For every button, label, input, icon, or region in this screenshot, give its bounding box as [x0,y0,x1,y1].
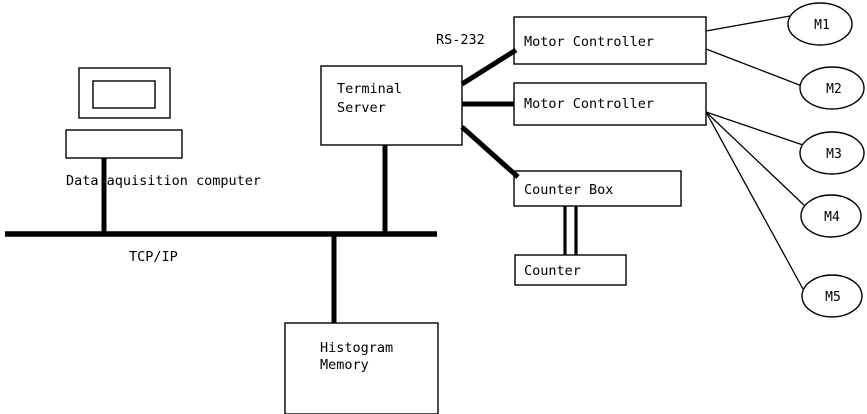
counter-box-unit [514,254,627,286]
motor-m2-label: M2 [826,82,842,97]
terminal-server-label-line1: Terminal [337,81,402,97]
counter-label: Counter [524,263,581,279]
terminal-server-label-line2: Server [337,100,386,116]
motor-controller-2-label: Motor Controller [524,96,654,112]
motor-m1-label: M1 [814,18,830,33]
link-mc2-to-m4 [705,111,807,208]
motor-m5-ellipse [801,274,863,318]
computer-caption-label: Data aquisition computer [66,173,261,189]
computer-base [65,129,183,159]
motor-m3-ellipse [799,131,865,175]
link-mc1-to-m1 [705,15,791,32]
motor-m3-label: M3 [826,147,842,162]
motor-m4-ellipse [800,194,862,238]
histogram-memory-label-line2: Memory [320,357,369,373]
link-mc2-to-m3 [705,111,804,146]
link-mc2-to-m5 [705,111,804,290]
histogram-memory-label-line1: Histogram [320,340,393,356]
counter-box-label: Counter Box [524,182,613,198]
histogram-memory-box [284,322,439,414]
counter-box [513,170,682,207]
tcpip-link-label: TCP/IP [129,249,178,265]
terminal-server-box [320,65,463,146]
rs232-link-label: RS-232 [436,32,485,48]
motor-m1-ellipse [787,2,853,46]
motor-m5-label: M5 [825,290,841,305]
computer-screen [92,80,156,109]
link-terminal-to-counter-box [460,125,520,179]
motor-m2-ellipse [799,66,865,110]
motor-controller-1-box [513,16,707,65]
link-mc1-to-m2 [705,48,803,87]
motor-controller-1-label: Motor Controller [524,34,654,50]
motor-m4-label: M4 [824,210,840,225]
link-terminal-to-mc1 [460,47,518,87]
